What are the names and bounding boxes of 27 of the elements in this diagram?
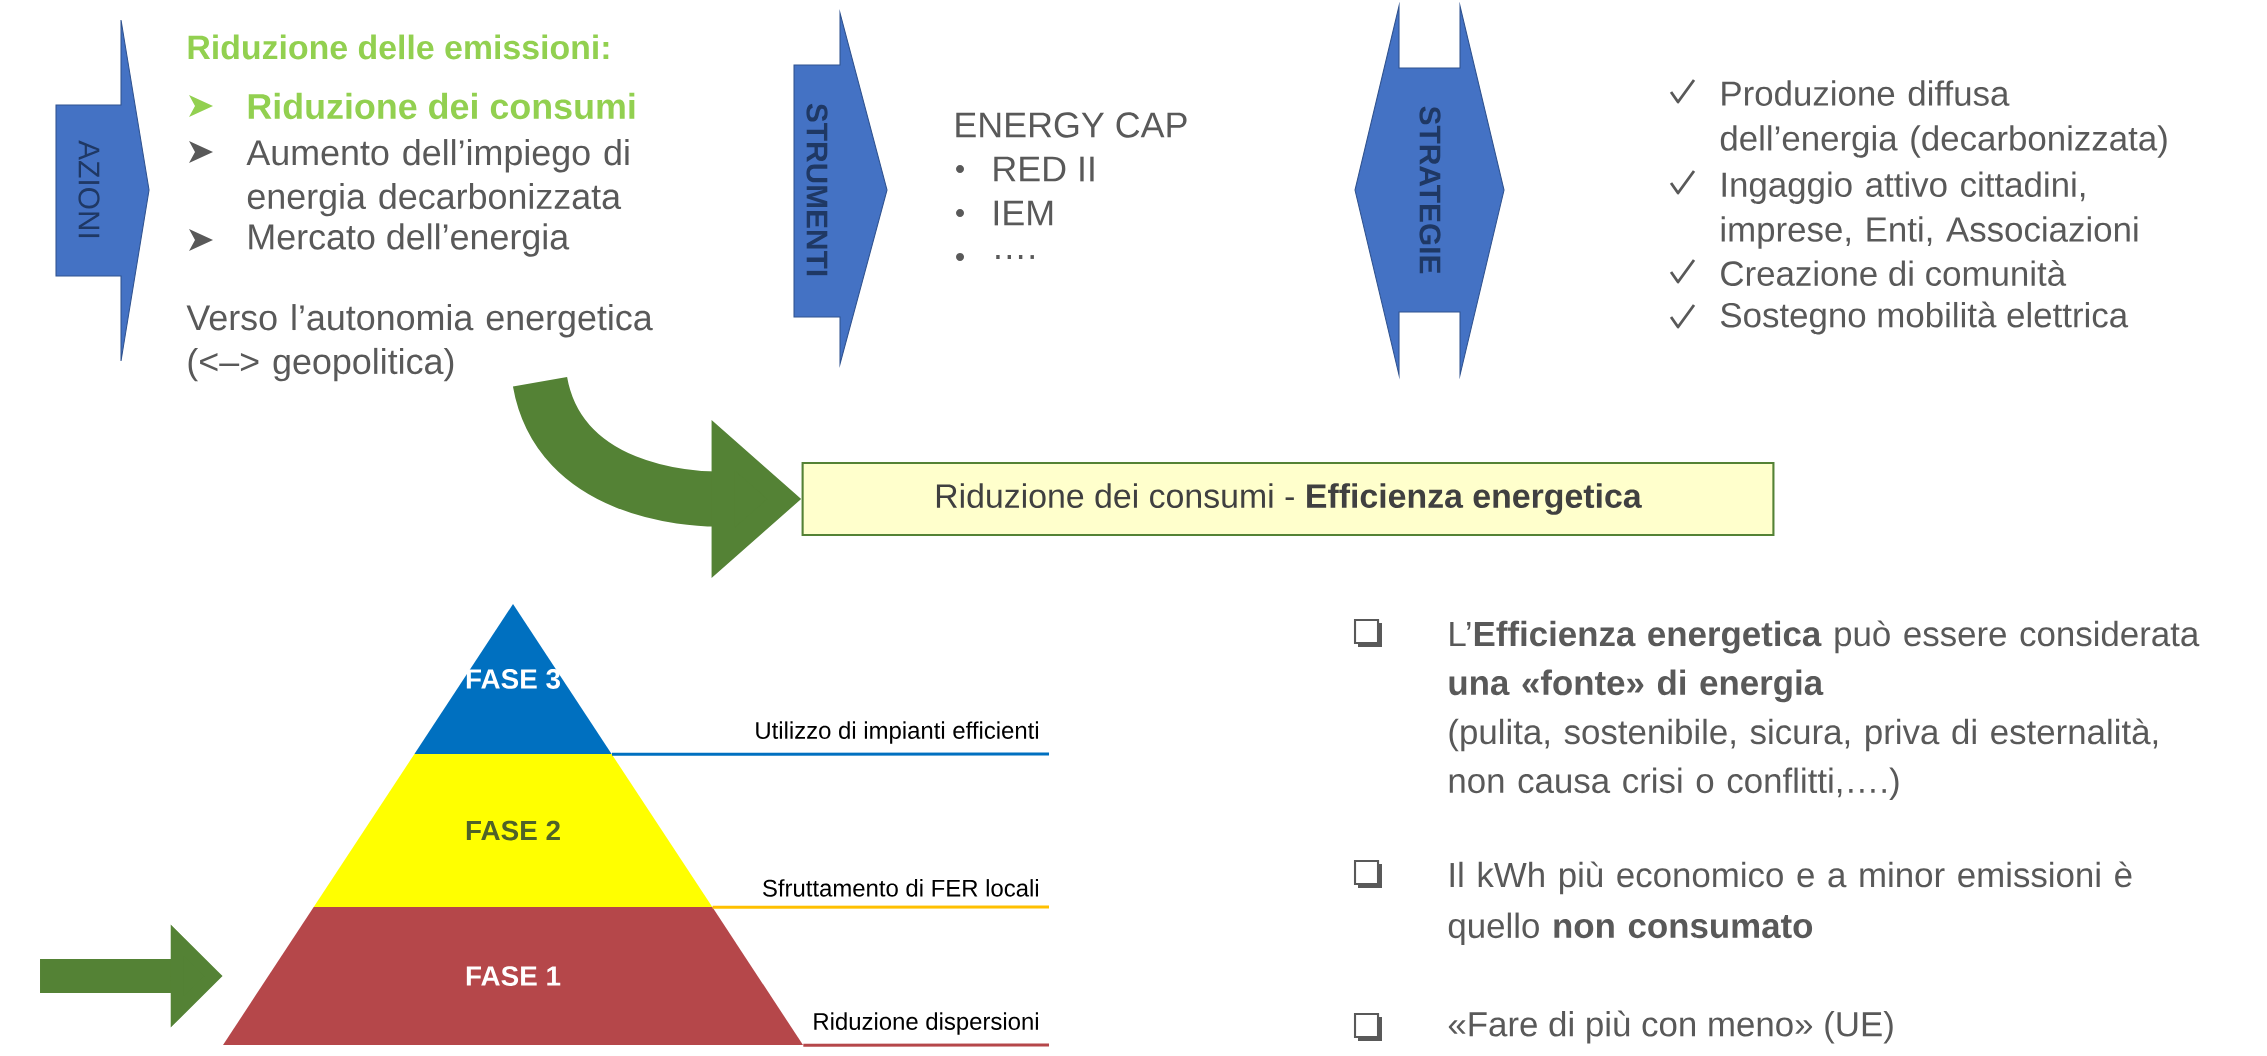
list-item: IEM [994,200,1053,226]
paragraph: «Fare di più con meno» (UE) [1448,1010,1893,1044]
list-item: Mercato dell’energia [249,223,570,257]
side-label: Riduzione dispersioni [814,1012,1038,1035]
highlight-box: Riduzione dei consumi - Efficienza energetica [801,461,1775,537]
paragraph: (pulita, sostenibile, sicura, priva di esternalità, non causa crisi o conflitti,….) [1449,718,2158,801]
list-item: RED II [994,156,1094,182]
list-heading: ENERGY CAP [956,112,1187,138]
list-item: Ingaggio attivo cittadini, imprese, Enti, Associazioni [1721,171,2138,249]
list-item: Sostegno mobilità elettrica [1720,301,2129,335]
list-item: Aumento dell’impiego di energia decarbonizzata [246,139,629,217]
list-item: …. [996,255,1034,259]
paragraph: L’Efficienza energetica può essere considerata una «fonte» di energia [1449,620,2200,703]
list-item: Creazione di comunità [1721,260,2067,286]
pyramid-tier: FASE 3 [414,604,612,754]
connector-line [612,752,1049,756]
pyramid-tier: FASE 2 [313,754,713,907]
paragraph: Verso l’autonomia energetica (<–> geopolitica) [186,304,653,382]
list-item: Produzione diffusa dell’energia (decarbonizzata) [1720,80,2167,158]
list-item: Riduzione dei consumi [248,92,635,120]
connector-line [803,1043,1050,1047]
heading: Riduzione delle emissioni: [188,34,609,60]
pyramid-tier: FASE 1 [223,907,803,1045]
connector-line [712,905,1049,909]
side-label: Sfruttamento di FER locali [763,879,1038,897]
side-label: Utilizzo di impianti efficienti [756,721,1038,744]
paragraph: Il kWh più economico e a minor emissioni è quello non consumato [1448,861,2132,946]
